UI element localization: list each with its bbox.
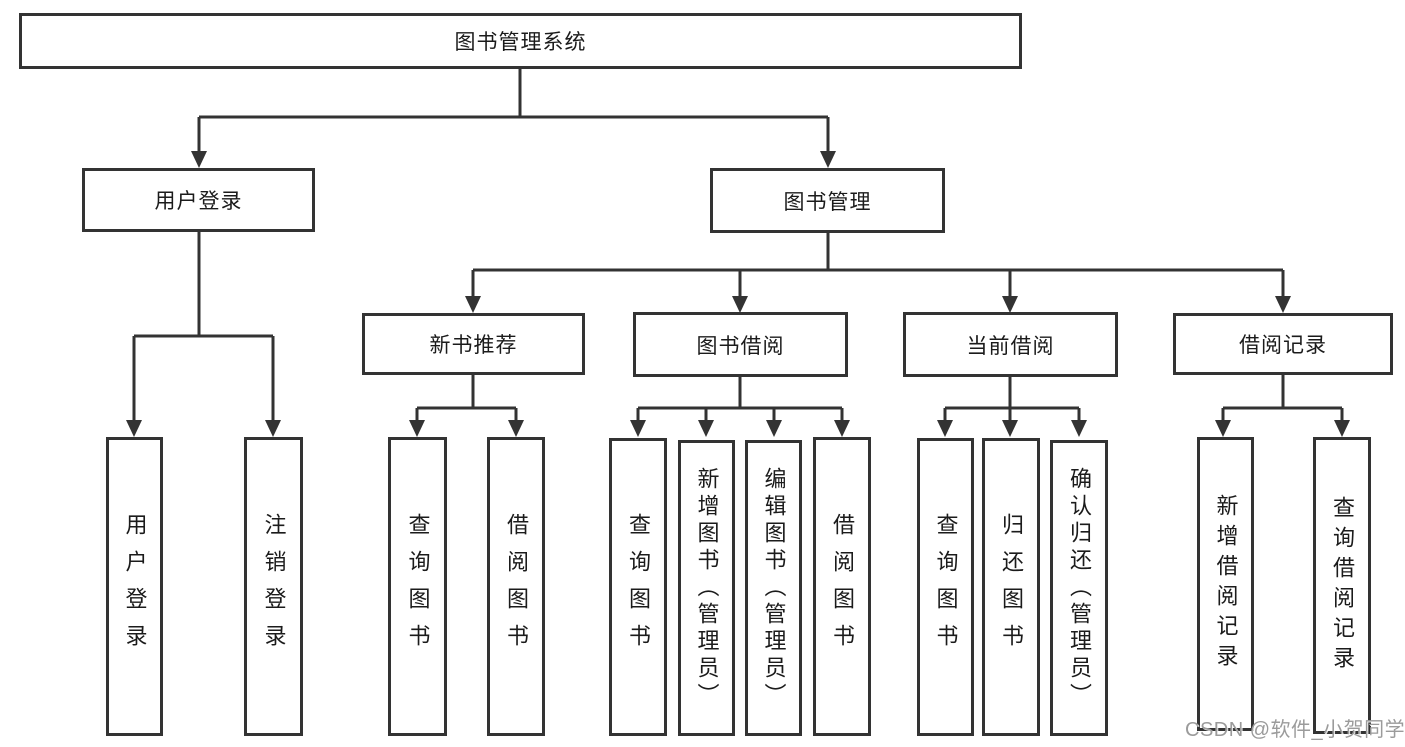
arrow-down-icon <box>265 420 281 437</box>
leaf-recommend-query-books: 查询图书 <box>388 437 447 736</box>
leaf-label: 借阅图书 <box>504 512 529 661</box>
leaf-label: 新增借阅记录 <box>1213 494 1239 674</box>
node-book-management: 图书管理 <box>710 168 945 233</box>
arrow-down-icon <box>1002 296 1018 313</box>
arrow-down-icon <box>820 151 836 168</box>
leaf-user-login: 用户登录 <box>106 437 163 736</box>
leaf-label: 编辑图书（管理员） <box>761 466 787 710</box>
leaf-current-return-books: 归还图书 <box>982 438 1040 736</box>
arrow-down-icon <box>937 420 953 437</box>
leaf-records-query-record: 查询借阅记录 <box>1313 437 1371 734</box>
node-new-book-recommendation: 新书推荐 <box>362 313 585 375</box>
arrow-down-icon <box>834 420 850 437</box>
leaf-current-confirm-return-admin: 确认归还（管理员） <box>1050 440 1108 736</box>
leaf-borrow-query-books: 查询图书 <box>609 438 667 736</box>
node-borrowing-records: 借阅记录 <box>1173 313 1393 375</box>
node-library-management-system: 图书管理系统 <box>19 13 1022 69</box>
leaf-label: 注销登录 <box>261 512 287 661</box>
arrow-down-icon <box>766 420 782 437</box>
arrow-down-icon <box>126 420 142 437</box>
arrow-down-icon <box>191 151 207 168</box>
leaf-borrow-add-book-admin: 新增图书（管理员） <box>678 440 735 736</box>
arrow-down-icon <box>409 420 425 437</box>
arrow-down-icon <box>1215 420 1231 437</box>
leaf-label: 查询图书 <box>626 513 651 661</box>
leaf-borrow-borrow-books: 借阅图书 <box>813 437 871 736</box>
leaf-label: 归还图书 <box>999 513 1024 661</box>
arrow-down-icon <box>508 420 524 437</box>
leaf-current-query-books: 查询图书 <box>917 438 974 736</box>
arrow-down-icon <box>1275 296 1291 313</box>
arrow-down-icon <box>1002 420 1018 437</box>
leaf-label: 新增图书（管理员） <box>694 466 720 710</box>
arrow-down-icon <box>465 296 481 313</box>
leaf-label: 用户登录 <box>122 512 148 661</box>
arrow-down-icon <box>698 420 714 437</box>
node-user-login: 用户登录 <box>82 168 315 232</box>
arrow-down-icon <box>1334 420 1350 437</box>
csdn-watermark: CSDN @软件_小贺同学 <box>1185 719 1405 741</box>
arrowheads <box>126 151 1350 437</box>
node-current-borrowing: 当前借阅 <box>903 312 1118 377</box>
leaf-logout: 注销登录 <box>244 437 303 736</box>
tree-connectors <box>132 69 1344 423</box>
arrow-down-icon <box>630 420 646 437</box>
node-book-borrowing: 图书借阅 <box>633 312 848 377</box>
leaf-borrow-edit-book-admin: 编辑图书（管理员） <box>745 440 802 736</box>
leaf-label: 查询图书 <box>933 513 959 661</box>
leaf-records-add-record: 新增借阅记录 <box>1197 437 1254 731</box>
leaf-recommend-borrow-books: 借阅图书 <box>487 437 545 736</box>
leaf-label: 借阅图书 <box>830 512 855 661</box>
arrow-down-icon <box>1071 420 1087 437</box>
leaf-label: 查询借阅记录 <box>1330 495 1355 676</box>
arrow-down-icon <box>732 296 748 313</box>
leaf-label: 确认归还（管理员） <box>1067 466 1092 710</box>
leaf-label: 查询图书 <box>405 512 431 661</box>
